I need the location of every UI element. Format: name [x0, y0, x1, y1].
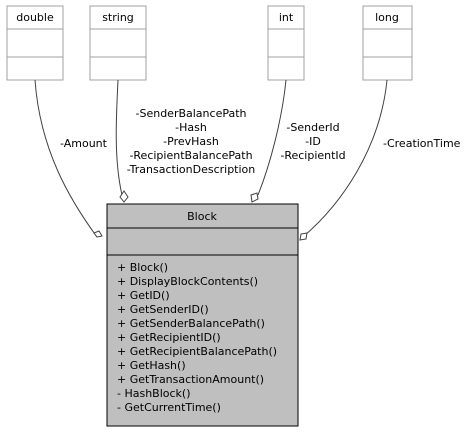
edge-string-block	[115, 79, 129, 203]
method-get-recipient-balance-path: + GetRecipientBalancePath()	[117, 345, 277, 358]
edge-label-hash: -Hash	[175, 121, 207, 134]
method-display-block-contents: + DisplayBlockContents()	[117, 275, 258, 288]
diamond-string	[119, 190, 129, 203]
method-get-hash: + GetHash()	[117, 359, 186, 372]
method-get-current-time: - GetCurrentTime()	[117, 401, 221, 414]
type-box-string[interactable]: string	[89, 5, 147, 81]
edge-label-amount: -Amount	[60, 137, 108, 150]
edge-label-sender-id: -SenderId	[286, 121, 339, 134]
edge-double-block	[34, 79, 103, 238]
edge-label-transaction-description: -TransactionDescription	[127, 163, 256, 176]
edge-label-recipient-balance-path: -RecipientBalancePath	[129, 149, 252, 162]
type-label-long: long	[375, 11, 399, 24]
method-block: + Block()	[117, 261, 168, 274]
method-get-recipient-id: + GetRecipientID()	[117, 331, 221, 344]
method-hash-block: - HashBlock()	[117, 387, 191, 400]
method-get-transaction-amount: + GetTransactionAmount()	[117, 373, 264, 386]
edge-label-recipient-id: -RecipientId	[280, 149, 345, 162]
class-title: Block	[187, 210, 217, 223]
method-get-sender-balance-path: + GetSenderBalancePath()	[117, 317, 265, 330]
method-get-sender-id: + GetSenderID()	[117, 303, 209, 316]
method-list: + Block() + DisplayBlockContents() + Get…	[117, 261, 277, 414]
type-box-int[interactable]: int	[267, 5, 305, 81]
type-label-string: string	[102, 11, 134, 24]
edge-labels-int: -SenderId -ID -RecipientId	[280, 121, 345, 162]
type-label-int: int	[279, 11, 294, 24]
edge-long-block	[299, 79, 388, 241]
edge-int-block	[250, 79, 287, 203]
edge-label-prev-hash: -PrevHash	[163, 135, 219, 148]
diamond-int	[250, 192, 259, 203]
edge-labels-string: -SenderBalancePath -Hash -PrevHash -Reci…	[127, 107, 256, 176]
diamond-double	[93, 230, 103, 238]
edge-label-id: -ID	[305, 135, 321, 148]
method-get-id: + GetID()	[117, 289, 170, 302]
diamond-long	[299, 232, 308, 241]
edge-label-creation-time: -CreationTime	[383, 137, 461, 150]
type-box-long[interactable]: long	[362, 5, 413, 81]
class-block[interactable]: Block + Block() + DisplayBlockContents()…	[106, 203, 299, 427]
type-label-double: double	[16, 11, 54, 24]
edge-label-sender-balance-path: -SenderBalancePath	[136, 107, 247, 120]
type-box-double[interactable]: double	[6, 5, 64, 81]
